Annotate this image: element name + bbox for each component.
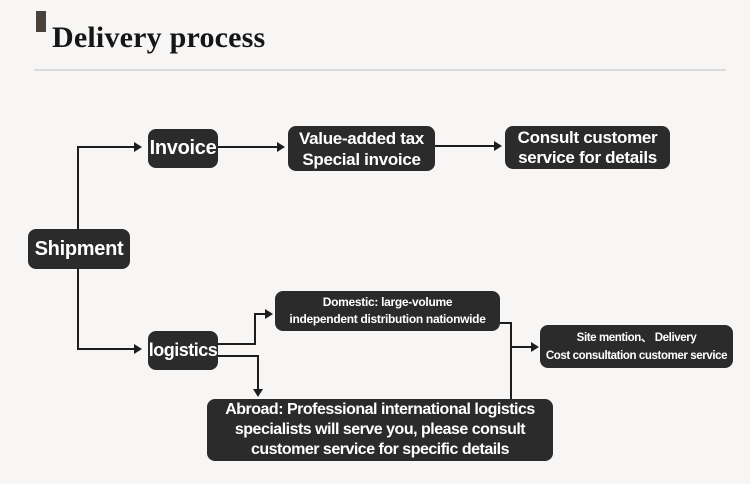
node-logistics-label: logistics bbox=[148, 340, 218, 360]
arrowhead-to-vat bbox=[277, 142, 285, 152]
node-logistics: logistics bbox=[148, 331, 218, 370]
connector-domestic-out bbox=[500, 322, 512, 324]
node-abroad-line1: Abroad: Professional international logis… bbox=[225, 401, 535, 418]
node-shipment: Shipment bbox=[28, 229, 130, 269]
connector-shipment-invoice bbox=[77, 146, 135, 148]
node-site-line2: Cost consultation customer service bbox=[545, 349, 728, 362]
arrowhead-to-invoice bbox=[134, 142, 142, 152]
arrowhead-to-domestic bbox=[265, 309, 273, 319]
node-vat-line1: Value-added tax bbox=[299, 128, 424, 148]
arrowhead-to-logistics bbox=[134, 344, 142, 354]
arrowhead-to-consult bbox=[494, 141, 502, 151]
node-consult-service: Consult customer service for details bbox=[505, 126, 670, 169]
arrowhead-to-abroad bbox=[253, 389, 263, 397]
node-abroad-line3: customer service for specific details bbox=[250, 441, 510, 458]
connector-merge-vertical bbox=[510, 322, 512, 400]
node-site-delivery-cost: Site mention、 Delivery Cost consultation… bbox=[540, 325, 733, 368]
connector-vat-consult bbox=[435, 145, 495, 147]
node-domestic: Domestic: large-volume independent distr… bbox=[275, 291, 500, 331]
node-shipment-label: Shipment bbox=[34, 237, 124, 260]
connector-invoice-vat bbox=[218, 146, 278, 148]
header-divider bbox=[34, 69, 726, 71]
node-domestic-line1: Domestic: large-volume bbox=[322, 295, 453, 309]
arrowhead-to-site bbox=[531, 342, 539, 352]
node-abroad: Abroad: Professional international logis… bbox=[207, 399, 553, 461]
connector-to-site bbox=[510, 346, 532, 348]
node-domestic-line2: independent distribution nationwide bbox=[289, 312, 486, 326]
node-vat-invoice: Value-added tax Special invoice bbox=[288, 126, 435, 171]
connector-logistics-domestic bbox=[218, 343, 256, 345]
node-consult-line1: Consult customer bbox=[517, 127, 658, 147]
connector-shipment-logistics bbox=[77, 348, 135, 350]
node-invoice: Invoice bbox=[148, 129, 218, 168]
connector-logistics-domestic-riser bbox=[254, 313, 256, 345]
node-site-line1: Site mention、 Delivery bbox=[576, 331, 697, 344]
node-invoice-label: Invoice bbox=[149, 137, 217, 159]
connector-logistics-domestic-top bbox=[254, 313, 266, 315]
node-abroad-line2: specialists will serve you, please consu… bbox=[234, 421, 526, 438]
node-vat-line2: Special invoice bbox=[302, 149, 421, 169]
section-marker bbox=[36, 11, 46, 32]
connector-logistics-abroad-drop bbox=[257, 355, 259, 390]
node-consult-line2: service for details bbox=[518, 147, 657, 167]
page-title: Delivery process bbox=[52, 21, 266, 55]
connector-logistics-abroad bbox=[218, 355, 259, 357]
